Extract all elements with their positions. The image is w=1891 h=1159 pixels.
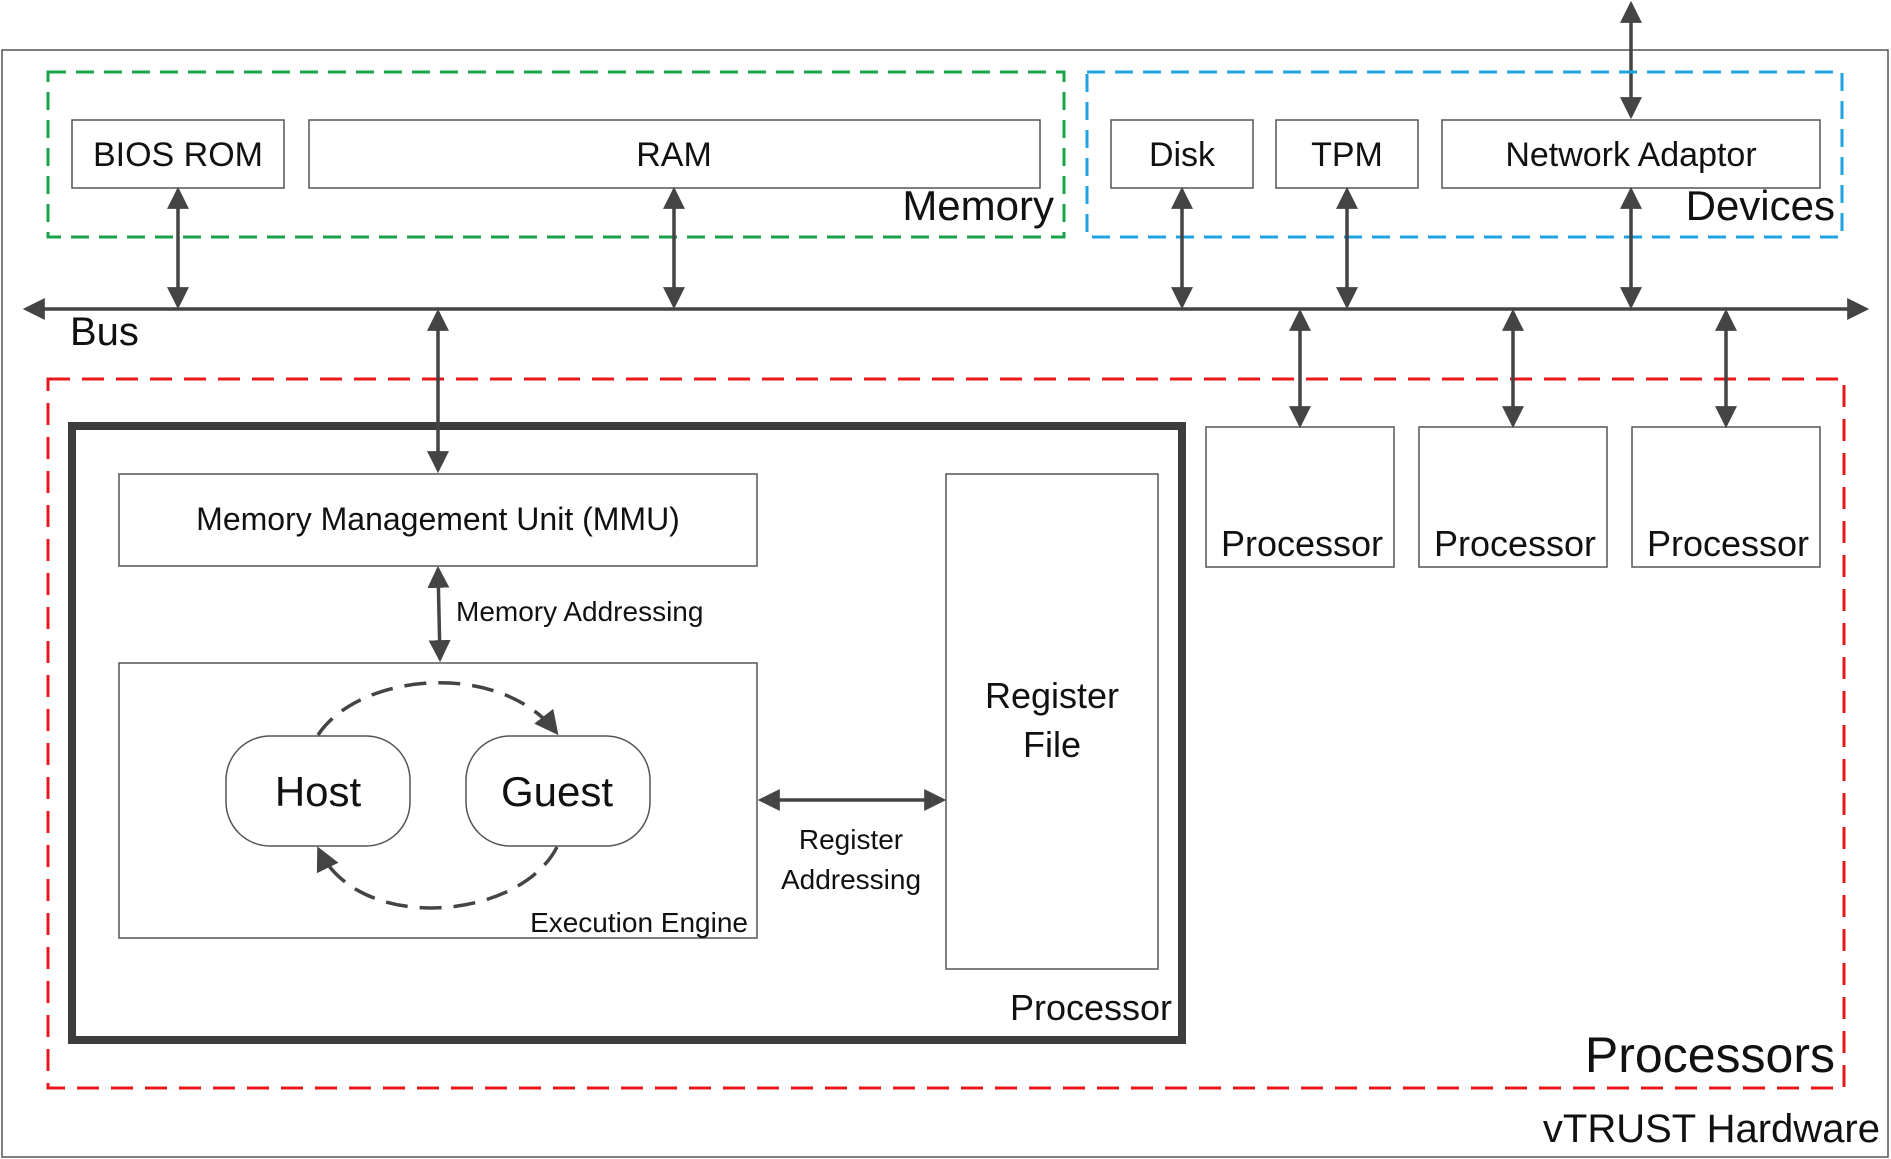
processor-label-3: Processor [1647, 523, 1809, 564]
network-adaptor-label: Network Adaptor [1505, 136, 1756, 174]
devices-group-frame [1085, 70, 1844, 239]
memory-group-frame [46, 70, 1066, 239]
processor-box-3 [1631, 426, 1821, 568]
disk-label: Disk [1149, 136, 1216, 174]
processor-label-2: Processor [1434, 523, 1596, 564]
host-mode-box [225, 735, 411, 847]
register-addressing-label-line2: Addressing [781, 864, 921, 895]
ram-box [308, 119, 1041, 189]
processor-box-1 [1205, 426, 1395, 568]
memory-addressing-label: Memory Addressing [456, 596, 703, 627]
tpm-label: TPM [1311, 136, 1383, 174]
ram-label: RAM [636, 136, 712, 174]
processors-group-frame [46, 377, 1846, 1090]
disk-box [1110, 119, 1254, 189]
vtrust-hardware-label: vTRUST Hardware [1543, 1107, 1880, 1151]
devices-group-label: Devices [1686, 182, 1835, 229]
bus-label: Bus [70, 310, 139, 354]
processors-group-label: Processors [1585, 1027, 1835, 1083]
memory-addressing-arrow [427, 565, 451, 663]
register-file-box [945, 473, 1159, 970]
register-file-label-line1: Register [985, 675, 1119, 716]
register-file-label-line2: File [1023, 724, 1081, 765]
main-processor-frame [68, 422, 1186, 1044]
mmu-label: Memory Management Unit (MMU) [196, 501, 680, 537]
register-addressing-label-line1: Register [799, 824, 903, 855]
mmu-box [118, 473, 758, 567]
guest-mode-box [465, 735, 651, 847]
memory-group-label: Memory [902, 182, 1054, 229]
host-label: Host [275, 768, 362, 815]
processor-label-1: Processor [1221, 523, 1383, 564]
vtrust-hardware-frame [1, 49, 1889, 1158]
execution-engine-box [118, 662, 758, 939]
bios-rom-box [71, 119, 285, 189]
main-processor-label: Processor [1010, 987, 1172, 1028]
bios-rom-label: BIOS ROM [93, 136, 263, 174]
execution-engine-label: Execution Engine [530, 907, 748, 938]
processor-box-2 [1418, 426, 1608, 568]
guest-to-host-dashed-arrow [316, 846, 559, 910]
guest-label: Guest [501, 768, 613, 815]
network-adaptor-box [1441, 119, 1821, 189]
